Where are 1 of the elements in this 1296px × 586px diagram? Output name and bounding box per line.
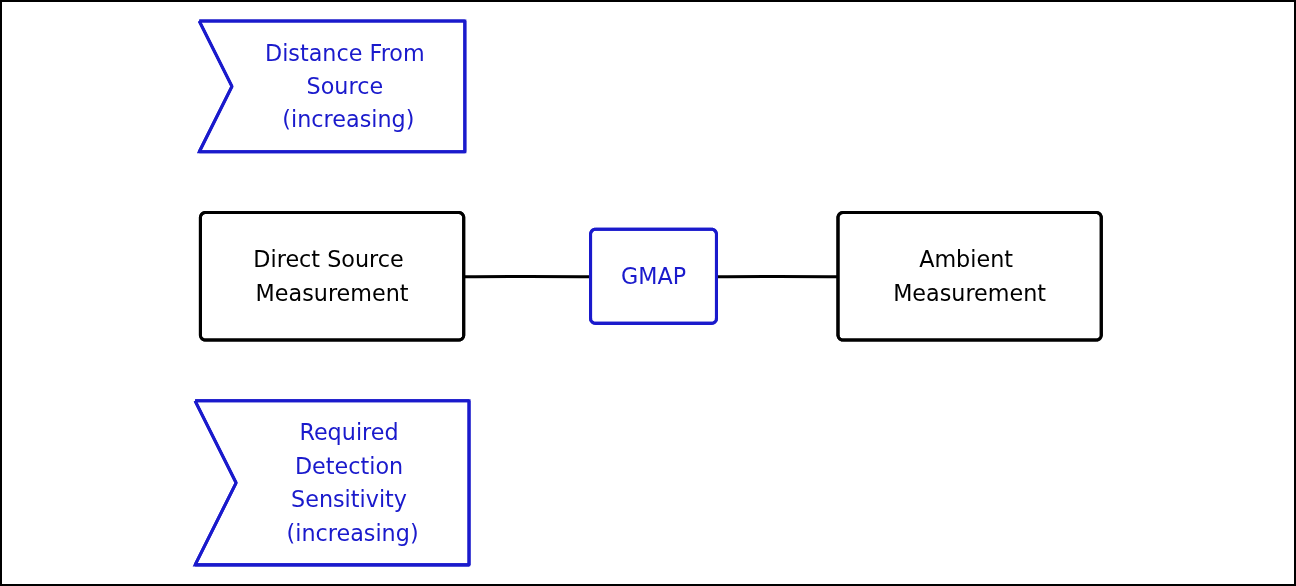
diagram: Distance From Source (increasing) Direct Source Measurement GMAP Ambient Measurement Required Detection Sensitivity (increasing): [186, 13, 1110, 573]
